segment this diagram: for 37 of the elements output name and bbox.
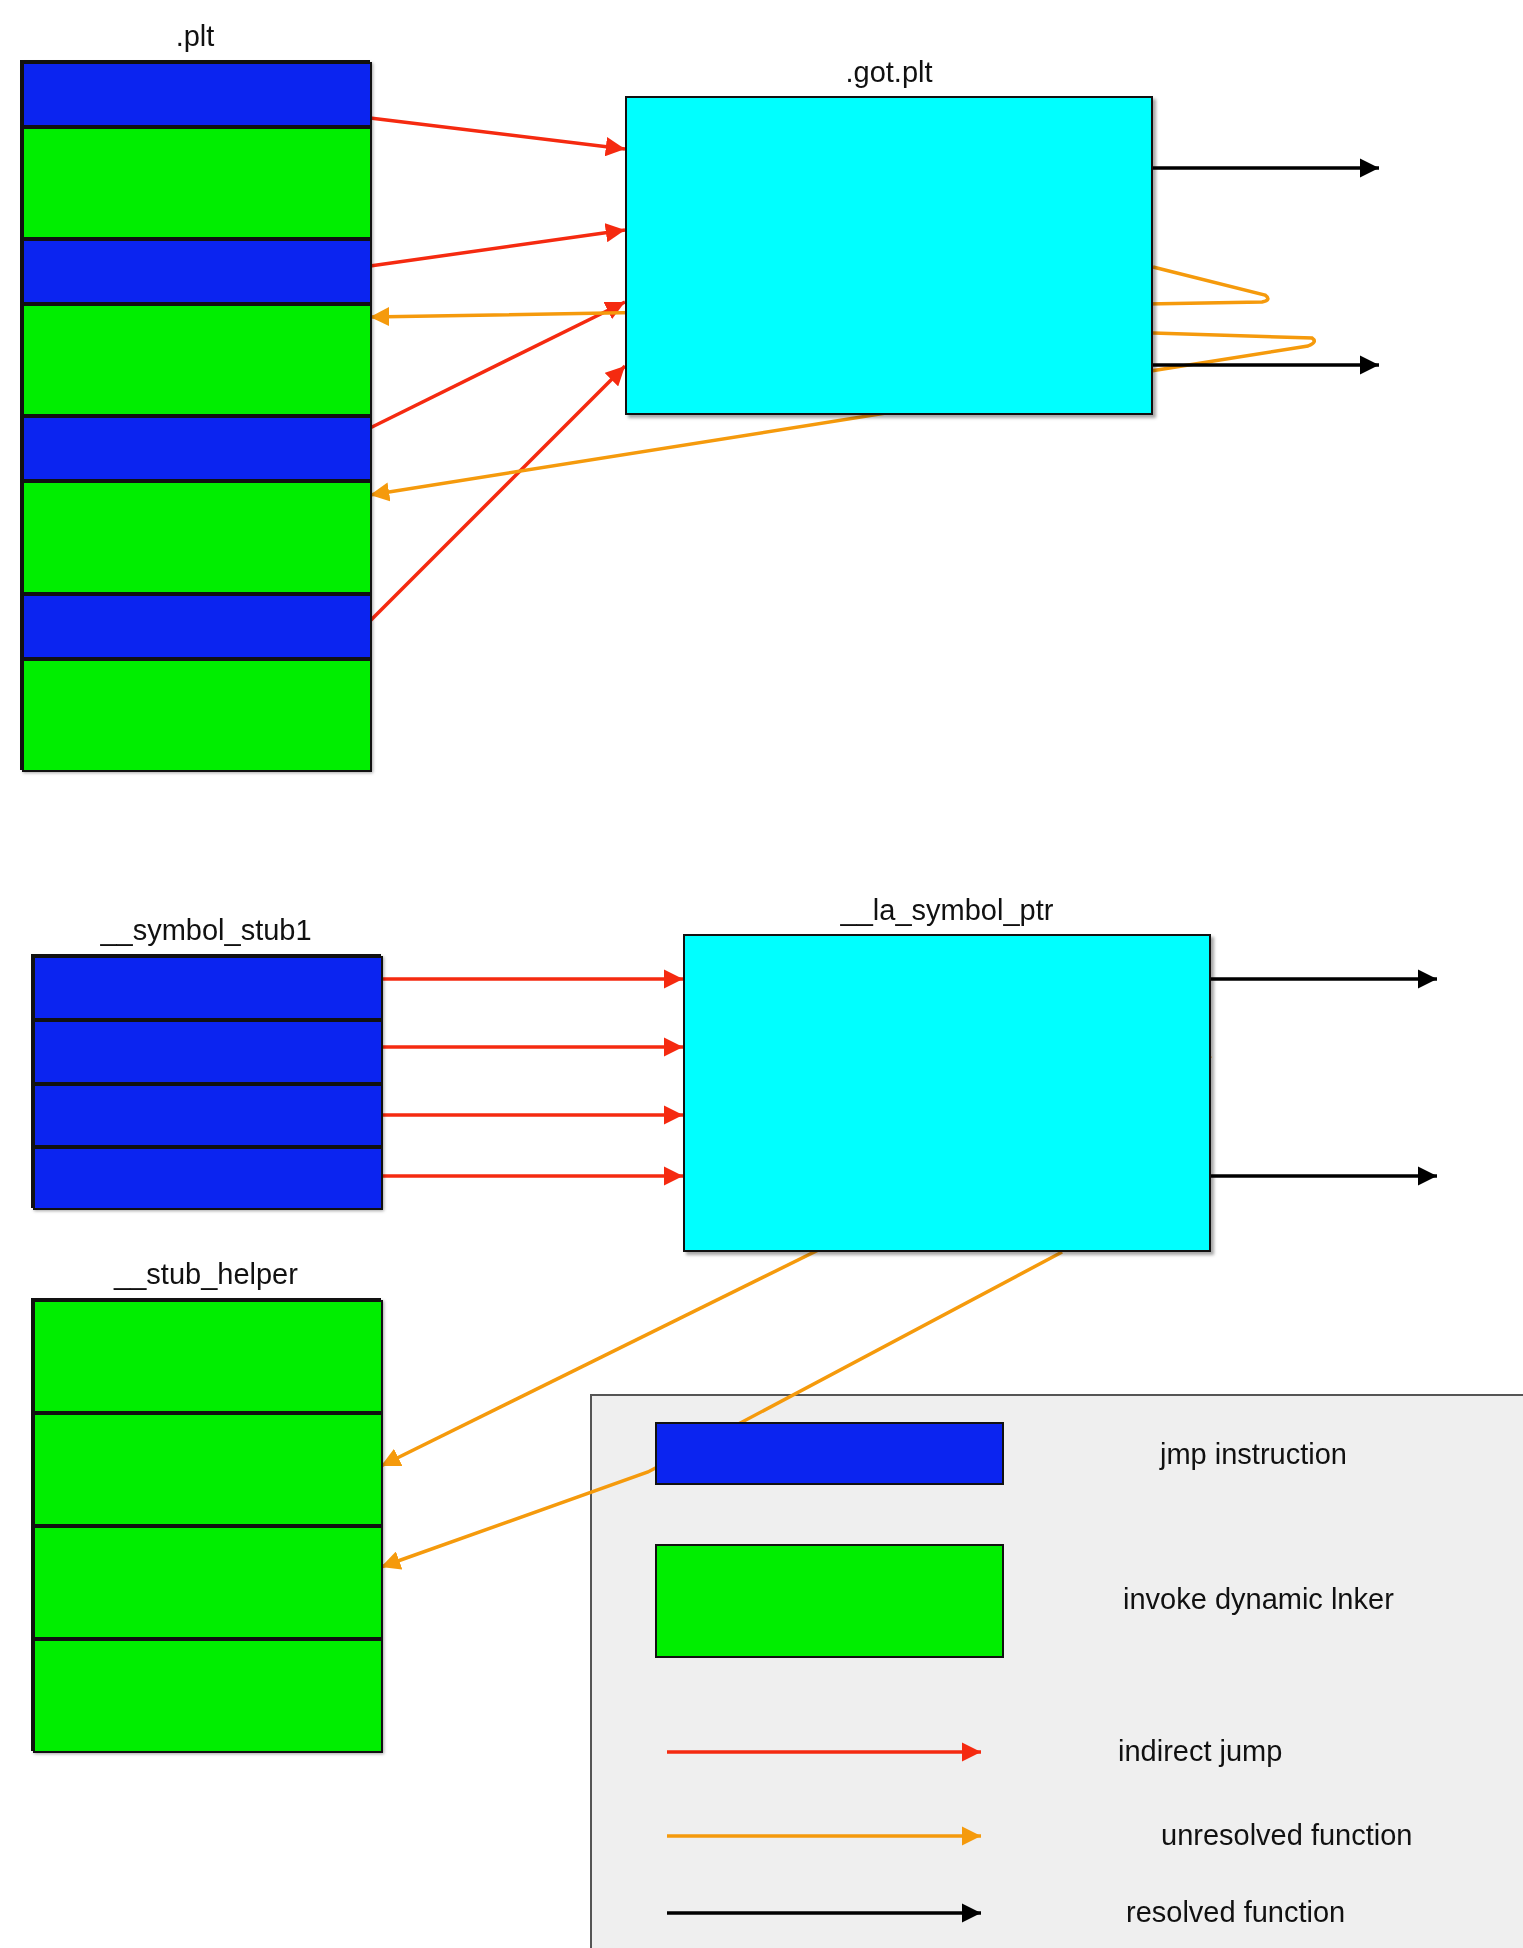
memory-slot	[22, 62, 372, 127]
memory-slot	[33, 1639, 383, 1753]
memory-slot	[33, 1084, 383, 1147]
arrow	[381, 1037, 683, 1057]
arrow	[381, 969, 683, 989]
arrow	[369, 116, 626, 157]
memory-slot	[22, 127, 372, 239]
memory-slot	[33, 1300, 383, 1413]
memory-slot	[33, 956, 383, 1020]
section-title: .got.plt	[845, 56, 933, 89]
legend-label: indirect jump	[1118, 1735, 1283, 1768]
section-title: .plt	[175, 20, 215, 53]
arrow	[381, 1166, 683, 1186]
section-title: __symbol_stub1	[100, 914, 312, 947]
legend-label: jmp instruction	[1160, 1438, 1347, 1471]
arrow	[1153, 158, 1379, 178]
memory-slot	[33, 1526, 383, 1639]
legend-label: resolved function	[1126, 1896, 1346, 1929]
legend-label: invoke dynamic lnker	[1123, 1583, 1394, 1616]
legend-label: unresolved function	[1161, 1819, 1413, 1852]
section-title: __stub_helper	[114, 1258, 298, 1291]
arrow	[369, 300, 626, 430]
arrow	[381, 1105, 683, 1125]
section-title: __la_symbol_ptr	[840, 894, 1054, 927]
memory-slot	[22, 304, 372, 416]
memory-slot	[22, 481, 372, 594]
arrow	[1153, 355, 1379, 375]
memory-slot	[22, 416, 372, 481]
memory-slot	[33, 1147, 383, 1210]
memory-slot	[33, 1020, 383, 1084]
memory-slot	[22, 239, 372, 304]
memory-slot	[22, 594, 372, 659]
memory-slot	[33, 1413, 383, 1526]
memory-slot	[22, 659, 372, 772]
arrow	[1211, 1166, 1437, 1186]
arrow	[369, 223, 626, 268]
arrow	[1211, 969, 1437, 989]
